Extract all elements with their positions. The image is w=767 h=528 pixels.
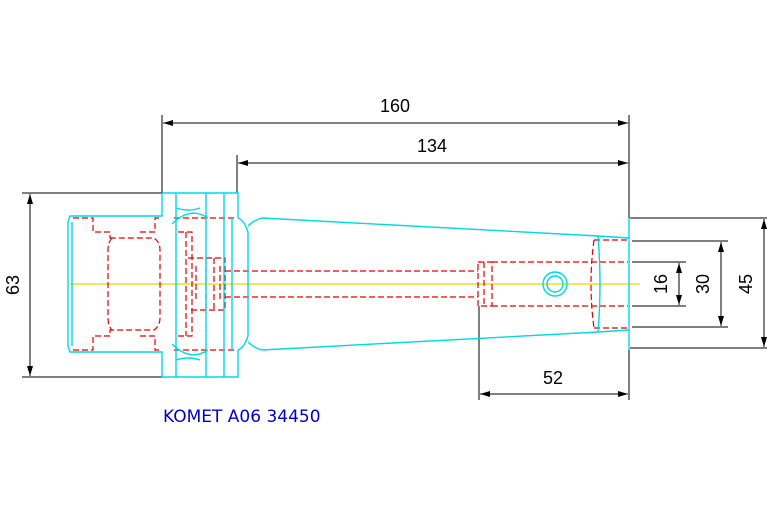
dim-nose-outer: 45 <box>630 217 767 349</box>
dim-shank-length-text: 134 <box>417 136 447 156</box>
dim-clamp-length: 52 <box>478 306 630 400</box>
dim-nose-outer-text: 45 <box>736 274 756 294</box>
part-label: KOMET A06 34450 <box>163 407 321 427</box>
dim-flange-diameter-text: 63 <box>3 275 23 295</box>
dim-flange-diameter: 63 <box>3 192 162 378</box>
dim-overall-length-text: 160 <box>380 96 410 116</box>
holder-outline <box>67 192 630 378</box>
hidden-lines <box>73 217 628 351</box>
dim-overall-length: 160 <box>161 96 630 218</box>
dim-inner-bore: 16 <box>632 261 686 307</box>
dim-inner-bore-text: 16 <box>651 274 671 294</box>
dim-nose-inner: 30 <box>632 240 728 328</box>
dim-clamp-length-text: 52 <box>543 368 563 388</box>
dim-nose-inner-text: 30 <box>693 274 713 294</box>
dim-shank-length: 134 <box>236 136 628 193</box>
